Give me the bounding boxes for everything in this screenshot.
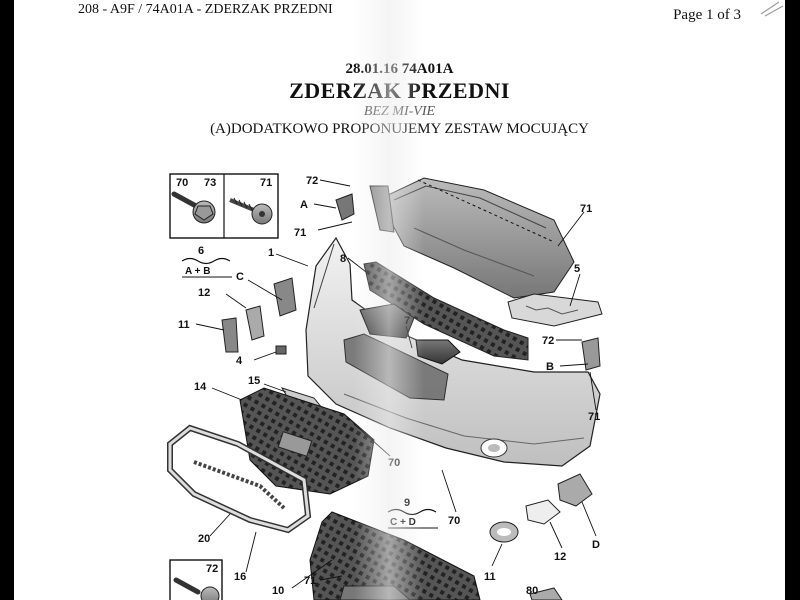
- fastener-box-top: 70 73 71: [169, 173, 279, 239]
- callout-11-left: 11: [178, 319, 190, 331]
- part-80: [529, 587, 563, 600]
- bracket-b: [581, 337, 601, 371]
- bolt-icon: [171, 191, 216, 224]
- callout-80: 80: [526, 585, 538, 597]
- callout-71-left: 71: [294, 227, 306, 239]
- callout-71-bottom: 71: [304, 575, 316, 587]
- exploded-parts-diagram: 70 73 71 6 A + B: [167, 173, 603, 600]
- page-curl-icon: [760, 1, 784, 17]
- fastener-label-71: 71: [260, 177, 272, 189]
- kit-number-9: 9: [404, 497, 410, 509]
- callout-71-lower-right: 71: [588, 411, 600, 423]
- callout-16: 16: [234, 571, 246, 583]
- bracket-d: [557, 473, 593, 507]
- page-indicator: Page 1 of 3: [673, 7, 741, 23]
- callout-1: 1: [268, 247, 274, 259]
- callout-d: D: [592, 539, 600, 551]
- grille-frame-insert: [193, 460, 286, 510]
- callout-15: 15: [248, 375, 260, 387]
- callout-70-mid: 70: [388, 457, 400, 469]
- kit-6: 6 A + B: [181, 245, 232, 278]
- clip-4: [275, 345, 287, 355]
- bracket-a: [335, 193, 355, 221]
- kit-number-6: 6: [198, 245, 204, 257]
- callout-5: 5: [574, 263, 580, 275]
- fastener-label-70: 70: [176, 177, 188, 189]
- callout-12-left: 12: [198, 287, 210, 299]
- document-reference: 208 - A9F / 74A01A - ZDERZAK PRZEDNI: [78, 2, 333, 17]
- lower-support: [507, 293, 603, 327]
- document-page: 208 - A9F / 74A01A - ZDERZAK PRZEDNI Pag…: [14, 0, 785, 600]
- callout-71-right: 71: [580, 203, 592, 215]
- callout-72-top: 72: [306, 175, 318, 187]
- callout-70-bottom: 70: [448, 515, 460, 527]
- callout-a: A: [300, 199, 308, 211]
- fastener-box-bottom: 72: [169, 559, 223, 600]
- callout-14: 14: [194, 381, 207, 393]
- kit-letters-cd: C + D: [390, 517, 416, 528]
- callout-7: 7: [404, 315, 410, 327]
- callout-20: 20: [198, 533, 210, 545]
- kit-letters-ab: A + B: [185, 266, 210, 277]
- kit-9: 9 C + D: [387, 497, 438, 529]
- fastener-label-73: 73: [204, 177, 216, 189]
- bracket-c: [273, 277, 297, 317]
- callout-c: C: [236, 271, 244, 283]
- callout-11-right: 11: [484, 571, 496, 583]
- fog-lamp-cover-left: [221, 317, 239, 353]
- fog-lamp-bracket-left: [245, 305, 265, 341]
- callout-10: 10: [272, 585, 284, 597]
- callout-8: 8: [340, 253, 346, 265]
- screw-icon: [229, 197, 273, 225]
- callout-4: 4: [236, 355, 243, 367]
- fog-lamp-bracket-right: [525, 499, 561, 525]
- fastener-label-72: 72: [206, 563, 218, 575]
- callout-72-right: 72: [542, 335, 554, 347]
- callout-12-right: 12: [554, 551, 566, 563]
- callout-b: B: [546, 361, 554, 373]
